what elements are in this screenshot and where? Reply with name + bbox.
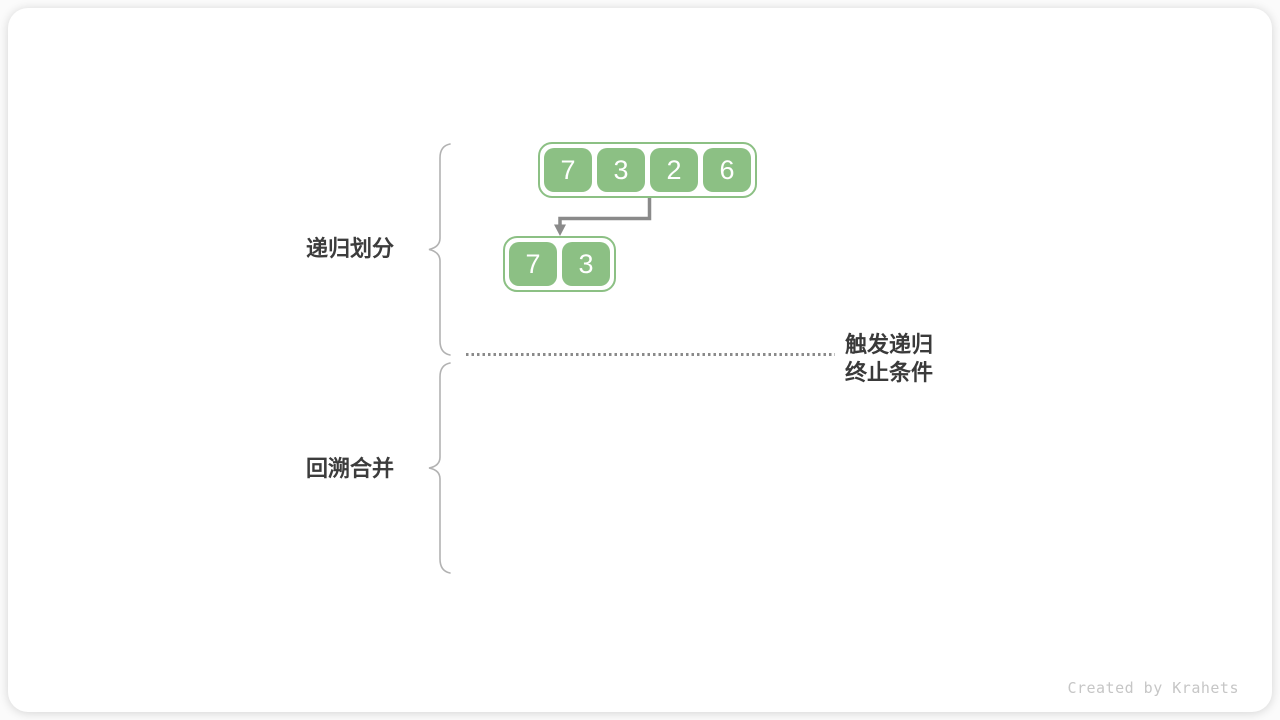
array-cell: 3 [562, 242, 610, 286]
phase-label-backtrack-merge: 回溯合并 [306, 456, 395, 481]
termination-annotation: 触发递归 终止条件 [845, 331, 933, 387]
termination-annotation-line2: 终止条件 [845, 360, 934, 385]
termination-annotation-line1: 触发递归 [845, 332, 934, 357]
array-cell: 6 [703, 148, 751, 192]
array-cell: 7 [509, 242, 557, 286]
array-level-2: 7 3 [503, 236, 616, 292]
phase-label-recursive-partition: 递归划分 [306, 236, 395, 261]
termination-divider [466, 353, 835, 356]
watermark-text: Created by Krahets [1067, 679, 1239, 697]
array-level-1: 7 3 2 6 [538, 142, 757, 198]
array-cell: 2 [650, 148, 698, 192]
diagram-card [8, 8, 1272, 712]
array-cell: 7 [544, 148, 592, 192]
array-cell: 3 [597, 148, 645, 192]
